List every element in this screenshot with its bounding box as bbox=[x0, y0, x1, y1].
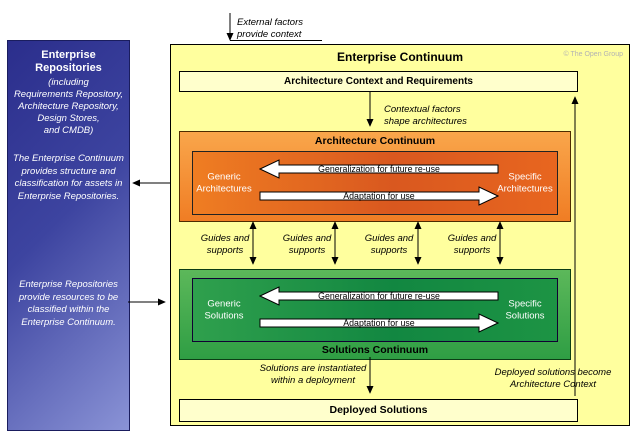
guides-supports-label-1: Guides and supports bbox=[200, 233, 250, 256]
right-block-arrow-icon bbox=[259, 186, 499, 206]
left-block-arrow-icon bbox=[259, 286, 499, 306]
right-block-arrow-icon bbox=[259, 313, 499, 333]
guides-supports-label-2: Guides and supports bbox=[282, 233, 332, 256]
repositories-note-structure: The Enterprise Continuum provides struct… bbox=[13, 153, 124, 202]
generic-architectures-label: Generic Architectures bbox=[196, 171, 252, 195]
repositories-title: Enterprise Repositories bbox=[35, 49, 102, 74]
external-factors-label: External factors provide context bbox=[237, 17, 303, 40]
specific-architectures-label: Specific Architectures bbox=[497, 171, 553, 195]
architecture-continuum-title: Architecture Continuum bbox=[314, 135, 436, 147]
solutions-continuum-inner: Generic Solutions Specific Solutions Gen… bbox=[192, 278, 558, 342]
solutions-generalization-arrow: Generalization for future re-use bbox=[259, 286, 499, 306]
solutions-adaptation-arrow: Adaptation for use bbox=[259, 313, 499, 333]
repositories-note-resources: Enterprise Repositories provide resource… bbox=[18, 279, 119, 328]
generic-solutions-label: Generic Solutions bbox=[204, 298, 244, 322]
copyright-label: © The Open Group bbox=[563, 51, 623, 58]
architecture-adaptation-arrow: Adaptation for use bbox=[259, 186, 499, 206]
left-block-arrow-icon bbox=[259, 159, 499, 179]
repositories-subtitle: (including Requirements Repository, Arch… bbox=[13, 77, 124, 136]
deployed-become-context-label: Deployed solutions become Architecture C… bbox=[494, 367, 612, 390]
specific-solutions-label: Specific Solutions bbox=[505, 298, 545, 322]
solutions-adaptation-label: Adaptation for use bbox=[343, 318, 415, 328]
enterprise-continuum-box: Enterprise Continuum © The Open Group Ar… bbox=[170, 44, 630, 426]
guides-supports-label-3: Guides and supports bbox=[364, 233, 414, 256]
contextual-factors-label: Contextual factors shape architectures bbox=[384, 104, 467, 127]
enterprise-continuum-title: Enterprise Continuum bbox=[336, 50, 463, 64]
architecture-adaptation-label: Adaptation for use bbox=[343, 191, 415, 201]
enterprise-repositories-panel: Enterprise Repositories (including Requi… bbox=[7, 40, 130, 431]
solutions-continuum-box: Generic Solutions Specific Solutions Gen… bbox=[179, 269, 571, 360]
solutions-generalization-label: Generalization for future re-use bbox=[318, 291, 440, 301]
architecture-context-box: Architecture Context and Requirements bbox=[179, 71, 578, 92]
deployed-solutions-box: Deployed Solutions bbox=[179, 399, 578, 422]
guides-supports-label-4: Guides and supports bbox=[447, 233, 497, 256]
solutions-continuum-title: Solutions Continuum bbox=[321, 344, 429, 356]
architecture-continuum-inner: Generic Architectures Specific Architect… bbox=[192, 151, 558, 215]
architecture-generalization-label: Generalization for future re-use bbox=[318, 164, 440, 174]
architecture-generalization-arrow: Generalization for future re-use bbox=[259, 159, 499, 179]
architecture-continuum-box: Architecture Continuum Generic Architect… bbox=[179, 131, 571, 222]
solutions-instantiated-label: Solutions are instantiated within a depl… bbox=[259, 363, 367, 386]
